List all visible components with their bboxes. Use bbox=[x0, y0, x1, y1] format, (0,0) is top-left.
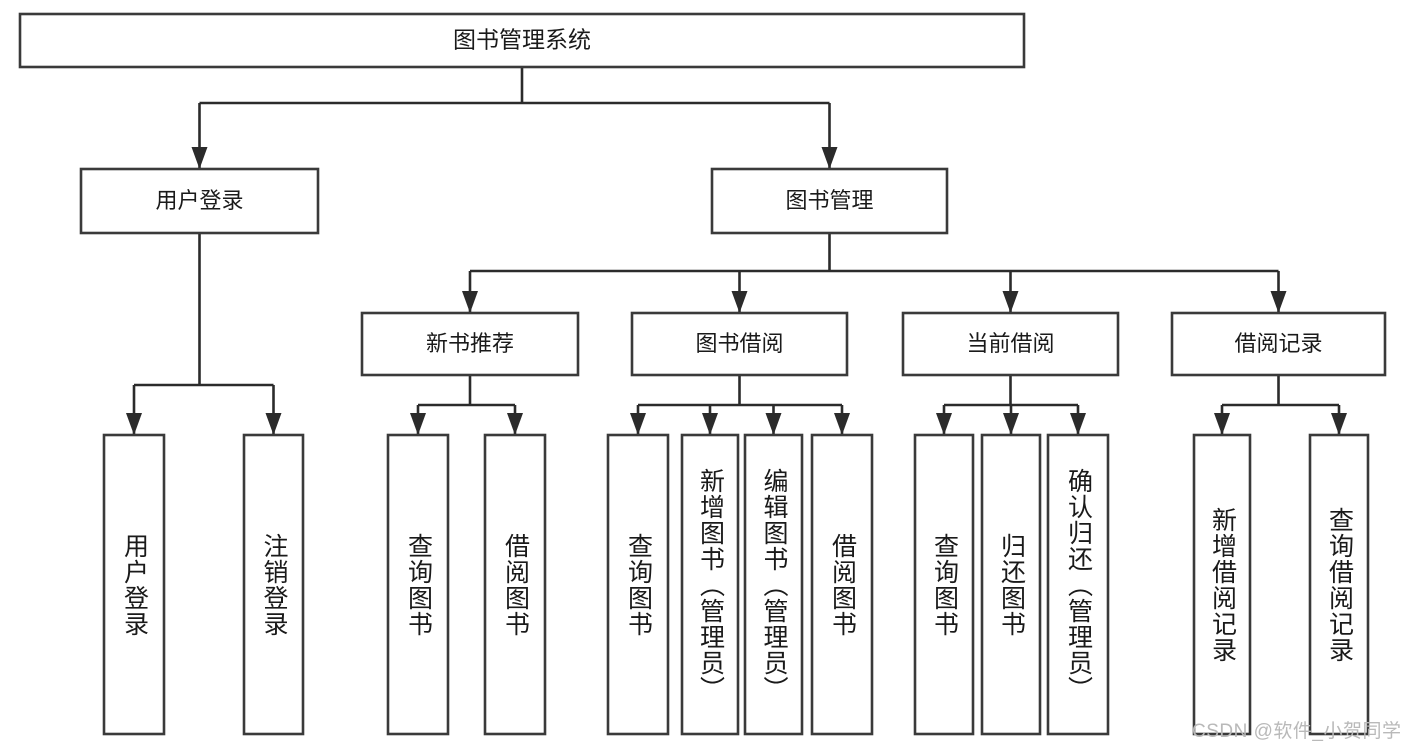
arrow-head-icon-current-borrow bbox=[1002, 291, 1019, 313]
node-leaf-borrow-book-2[interactable] bbox=[810, 433, 874, 736]
node-box-leaf-user-login[interactable] bbox=[102, 433, 166, 736]
node-label-user-login: 用户登录 bbox=[155, 188, 243, 213]
arrow-head-icon-leaf-query-book-3 bbox=[936, 413, 952, 435]
node-box-leaf-query-record[interactable] bbox=[1308, 433, 1370, 736]
node-borrow-record[interactable]: 借阅记录 bbox=[1170, 311, 1387, 377]
arrow-head-icon-leaf-query-book-1 bbox=[410, 413, 426, 435]
arrow-head-icon-leaf-add-record bbox=[1214, 413, 1230, 435]
node-book-manage[interactable]: 图书管理 bbox=[710, 167, 949, 235]
node-leaf-query-record[interactable] bbox=[1308, 433, 1370, 736]
node-leaf-query-book-1[interactable] bbox=[386, 433, 450, 736]
node-label-current-borrow: 当前借阅 bbox=[966, 331, 1054, 356]
arrow-head-icon-user-login bbox=[191, 147, 208, 169]
csdn-watermark: CSDN @软件_小贺同学 bbox=[1192, 721, 1402, 742]
node-box-borrow-record[interactable] bbox=[1170, 311, 1387, 377]
arrow-head-icon-leaf-user-login bbox=[126, 413, 142, 435]
node-leaf-edit-book[interactable] bbox=[743, 433, 804, 736]
arrow-head-icon-leaf-edit-book bbox=[765, 413, 782, 435]
node-leaf-borrow-book-1[interactable] bbox=[483, 433, 547, 736]
node-label-book-borrow: 图书借阅 bbox=[695, 331, 783, 356]
node-box-leaf-borrow-book-2[interactable] bbox=[810, 433, 874, 736]
node-box-leaf-return-book[interactable] bbox=[980, 433, 1042, 736]
node-leaf-return-book[interactable] bbox=[980, 433, 1042, 736]
node-label-borrow-record: 借阅记录 bbox=[1234, 331, 1322, 356]
node-root[interactable]: 图书管理系统 bbox=[18, 12, 1026, 69]
node-book-borrow[interactable]: 图书借阅 bbox=[630, 311, 849, 377]
arrow-head-icon-leaf-add-book bbox=[702, 413, 718, 435]
node-box-leaf-add-book[interactable] bbox=[680, 433, 740, 736]
arrow-head-icon-leaf-logout bbox=[265, 413, 282, 435]
node-current-borrow[interactable]: 当前借阅 bbox=[901, 311, 1120, 377]
arrow-head-icon-leaf-borrow-book-2 bbox=[834, 413, 850, 435]
node-box-book-borrow[interactable] bbox=[630, 311, 849, 377]
node-leaf-user-login[interactable] bbox=[102, 433, 166, 736]
node-label-book-manage: 图书管理 bbox=[785, 188, 873, 213]
arrow-head-icon-borrow-record bbox=[1270, 291, 1287, 313]
node-box-user-login[interactable] bbox=[79, 167, 320, 235]
node-box-book-manage[interactable] bbox=[710, 167, 949, 235]
node-leaf-query-book-3[interactable] bbox=[913, 433, 975, 736]
arrow-head-icon-new-book-rec bbox=[462, 291, 478, 313]
arrow-head-icon-book-manage bbox=[821, 147, 838, 169]
arrow-head-icon-book-borrow bbox=[731, 291, 748, 313]
arrow-head-icon-leaf-borrow-book-1 bbox=[507, 413, 523, 435]
node-label-root: 图书管理系统 bbox=[453, 27, 591, 53]
node-box-current-borrow[interactable] bbox=[901, 311, 1120, 377]
node-box-leaf-add-record[interactable] bbox=[1192, 433, 1252, 736]
node-box-leaf-edit-book[interactable] bbox=[743, 433, 804, 736]
node-box-new-book-rec[interactable] bbox=[360, 311, 580, 377]
node-box-leaf-query-book-1[interactable] bbox=[386, 433, 450, 736]
node-box-leaf-logout[interactable] bbox=[242, 433, 305, 736]
connector-layer bbox=[126, 67, 1347, 435]
node-leaf-query-book-2[interactable] bbox=[606, 433, 670, 736]
node-leaf-logout[interactable] bbox=[242, 433, 305, 736]
node-box-root[interactable] bbox=[18, 12, 1026, 69]
arrow-head-icon-leaf-return-book bbox=[1003, 413, 1019, 435]
node-box-leaf-borrow-book-1[interactable] bbox=[483, 433, 547, 736]
node-user-login[interactable]: 用户登录 bbox=[79, 167, 320, 235]
node-leaf-confirm-return[interactable] bbox=[1046, 433, 1110, 736]
node-leaf-add-record[interactable] bbox=[1192, 433, 1252, 736]
node-label-new-book-rec: 新书推荐 bbox=[426, 331, 514, 356]
node-leaf-add-book[interactable] bbox=[680, 433, 740, 736]
node-box-leaf-confirm-return[interactable] bbox=[1046, 433, 1110, 736]
arrow-head-icon-leaf-query-record bbox=[1331, 413, 1347, 435]
arrow-head-icon-leaf-query-book-2 bbox=[630, 413, 646, 435]
node-box-leaf-query-book-2[interactable] bbox=[606, 433, 670, 736]
node-new-book-rec[interactable]: 新书推荐 bbox=[360, 311, 580, 377]
arrow-head-icon-leaf-confirm-return bbox=[1070, 413, 1086, 435]
node-box-leaf-query-book-3[interactable] bbox=[913, 433, 975, 736]
